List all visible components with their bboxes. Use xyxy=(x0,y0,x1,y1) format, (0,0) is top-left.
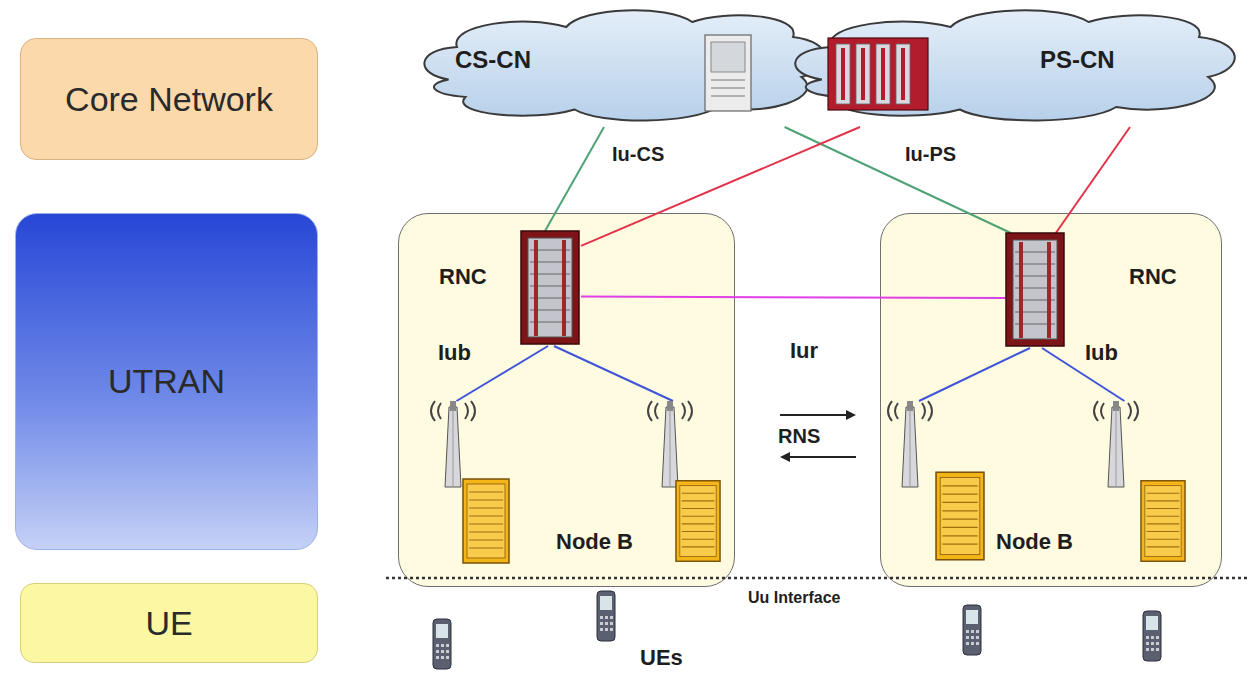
utran-band: UTRAN xyxy=(15,213,318,550)
node-label: UE xyxy=(145,604,192,643)
interface-label: UEs xyxy=(640,645,683,671)
link-line xyxy=(785,127,1011,233)
node-label: CS-CN xyxy=(455,46,531,74)
interface-label: Iur xyxy=(790,338,818,364)
node-label: UTRAN xyxy=(108,362,225,401)
link-line xyxy=(457,346,549,401)
node-label: Node B xyxy=(996,529,1073,555)
link-line xyxy=(554,346,673,401)
link-line xyxy=(1056,127,1130,233)
link-line xyxy=(1042,348,1124,401)
link-line xyxy=(581,297,1006,298)
cs-cn-cloud: CS-CN xyxy=(415,2,835,127)
interface-label: RNS xyxy=(778,425,820,448)
node-label: RNC xyxy=(1129,264,1177,290)
node-label: RNC xyxy=(439,264,487,290)
ue-band: UE xyxy=(20,583,318,663)
core-network-band: Core Network xyxy=(20,38,318,160)
interface-label: Iu-PS xyxy=(905,143,956,166)
interface-label: Iub xyxy=(1085,340,1118,366)
node-label: PS-CN xyxy=(1040,46,1115,74)
node-label: Node B xyxy=(556,529,633,555)
link-line xyxy=(919,348,1030,401)
link-line xyxy=(545,127,604,231)
interface-label: Uu Interface xyxy=(748,589,840,607)
interface-label: Iu-CS xyxy=(612,143,664,166)
interface-label: Iub xyxy=(438,340,471,366)
link-line xyxy=(581,127,860,246)
node-label: Core Network xyxy=(65,80,273,119)
